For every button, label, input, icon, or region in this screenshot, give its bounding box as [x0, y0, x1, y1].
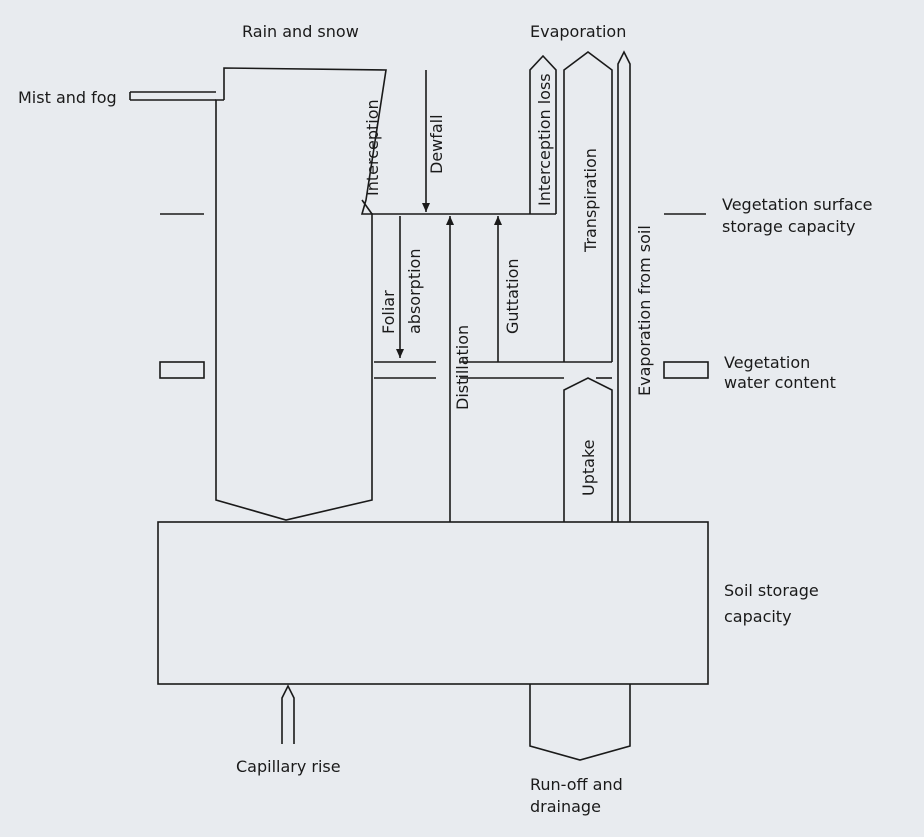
interception-loss-label: Interception loss [535, 73, 554, 206]
vegetation-water-label-2: water content [724, 373, 836, 392]
vegetation-water-label-1: Vegetation [724, 353, 810, 372]
runoff-label-1: Run-off and [530, 775, 623, 794]
vegetation-surface-label-2: storage capacity [722, 217, 855, 236]
capillary-rise-label: Capillary rise [236, 757, 341, 776]
runoff-flow [529, 684, 631, 761]
interception-notch [361, 199, 373, 215]
absorption-label: absorption [405, 249, 424, 334]
transpiration-flow [563, 51, 613, 362]
foliar-label: Foliar [379, 290, 398, 334]
interception-label: Interception [363, 99, 382, 196]
vegetation-surface-label-1: Vegetation surface [722, 195, 873, 214]
evaporation-soil-label: Evaporation from soil [635, 225, 654, 396]
storage-ticks [159, 213, 709, 379]
soil-storage-label-1: Soil storage [724, 581, 819, 600]
runoff-label-2: drainage [530, 797, 601, 816]
soil-storage-label-2: capacity [724, 607, 792, 626]
evaporation-label: Evaporation [530, 22, 626, 41]
interception-loss-flow [529, 54, 557, 214]
mist-fog-label: Mist and fog [18, 88, 117, 107]
transpiration-label: Transpiration [581, 148, 600, 253]
rain-snow-label: Rain and snow [242, 22, 359, 41]
distillation-label: Distillation [453, 325, 472, 410]
soil-storage-box [157, 521, 709, 685]
dewfall-label: Dewfall [427, 114, 446, 174]
uptake-label: Uptake [579, 440, 598, 496]
rain-snow-flow [215, 67, 387, 521]
vegetation-water-lines [374, 361, 612, 379]
capillary-rise-flow [281, 684, 295, 744]
mist-fog-inflow [129, 91, 216, 101]
uptake-flow [563, 377, 613, 522]
evaporation-soil-flow [617, 50, 631, 522]
guttation-label: Guttation [503, 258, 522, 334]
